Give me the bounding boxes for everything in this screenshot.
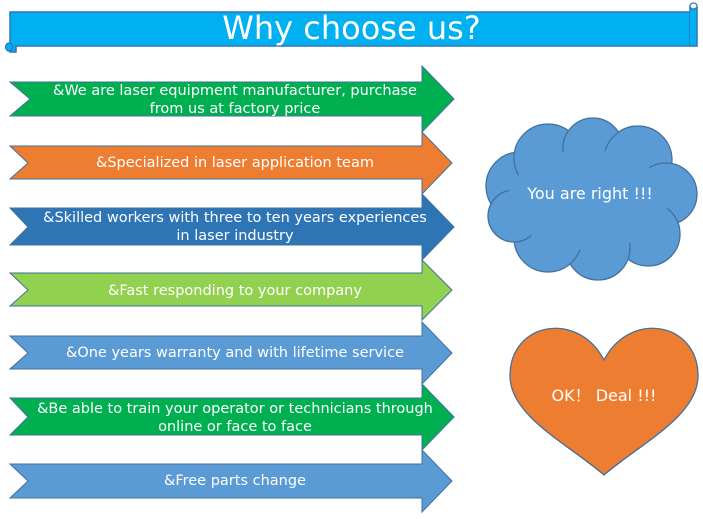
- heart-label: OK！ Deal !!!: [551, 386, 657, 405]
- arrow-shape: [8, 258, 453, 322]
- title-banner: Why choose us?: [0, 0, 703, 60]
- arrow-shape: [8, 448, 453, 514]
- arrow-item: &Skilled workers with three to ten years…: [8, 192, 456, 262]
- arrow-label: &Specialized in laser application team: [96, 155, 374, 171]
- arrow-item: &Free parts change: [8, 448, 456, 514]
- arrow-item: &We are laser equipment manufacturer, pu…: [8, 64, 456, 134]
- arrow-item: &One years warranty and with lifetime se…: [8, 320, 456, 386]
- heart-shape: OK！ Deal !!!: [508, 318, 700, 478]
- arrow-item: &Specialized in laser application team: [8, 130, 456, 196]
- cloud-icon: [485, 117, 698, 281]
- scroll-shape: [4, 2, 698, 53]
- arrow-label: &Skilled workers with three to ten years…: [43, 210, 427, 244]
- cloud-callout: You are right !!!: [478, 114, 700, 282]
- arrow-label: &Be able to train your operator or techn…: [37, 401, 433, 435]
- arrow-item: &Fast responding to your company: [8, 258, 456, 322]
- page-title: Why choose us?: [222, 9, 481, 47]
- arrow-label: &Free parts change: [164, 473, 306, 489]
- heart-icon: [509, 327, 699, 476]
- arrow-item: &Be able to train your operator or techn…: [8, 382, 456, 452]
- arrow-label: &Fast responding to your company: [108, 283, 362, 299]
- arrow-label: &We are laser equipment manufacturer, pu…: [53, 83, 417, 117]
- cloud-label: You are right !!!: [527, 184, 653, 203]
- arrow-label: &One years warranty and with lifetime se…: [66, 345, 404, 361]
